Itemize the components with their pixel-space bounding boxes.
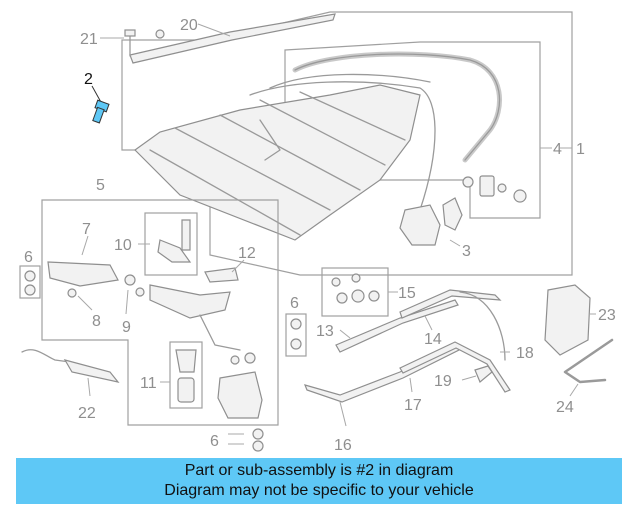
- callout-19: 19: [434, 373, 452, 390]
- hardware-item-4: [462, 175, 527, 203]
- latch-item-3: [399, 197, 463, 246]
- callout-10: 10: [114, 237, 132, 254]
- bolt-21: [124, 29, 165, 57]
- callout-20: 20: [180, 17, 198, 34]
- washer-box-6b: [285, 313, 307, 357]
- assembly-box-5: [41, 199, 279, 426]
- callout-8: 8: [92, 313, 101, 330]
- panel-23: [544, 284, 591, 356]
- weatherstrips-lower: [303, 289, 511, 403]
- rod-24: [563, 338, 614, 384]
- callout-16: 16: [334, 437, 352, 454]
- info-banner: Part or sub-assembly is #2 in diagram Di…: [16, 458, 622, 504]
- banner-line-1: Part or sub-assembly is #2 in diagram: [184, 462, 454, 479]
- callout-2: 2: [84, 71, 93, 88]
- bracket-12: [204, 267, 239, 283]
- callout-15: 15: [398, 285, 416, 302]
- callout-22: 22: [78, 405, 96, 422]
- washer-box-6a: [19, 265, 41, 299]
- callout-3: 3: [462, 243, 471, 260]
- spring-box-11: [169, 341, 203, 409]
- callout-18: 18: [516, 345, 534, 362]
- linkage-assembly: [124, 274, 241, 351]
- callout-21: 21: [80, 31, 98, 48]
- callout-23: 23: [598, 307, 616, 324]
- callout-14: 14: [424, 331, 442, 348]
- header-strip-20: [129, 13, 336, 64]
- callout-1: 1: [576, 141, 585, 158]
- callout-11: 11: [140, 375, 157, 392]
- hinge-bracket-7: [47, 261, 119, 287]
- assembly-box-1: [121, 11, 573, 276]
- callout-4: 4: [553, 141, 562, 158]
- cable-22: [21, 349, 120, 383]
- banner-line-2: Diagram may not be specific to your vehi…: [164, 482, 474, 499]
- callout-6b: 6: [290, 295, 299, 312]
- part-2-screw: [91, 85, 110, 124]
- callout-6c: 6: [210, 433, 219, 450]
- callout-13: 13: [316, 323, 334, 340]
- callout-9: 9: [122, 319, 131, 336]
- callout-7: 7: [82, 221, 91, 238]
- pin-19: [474, 365, 493, 383]
- washers-6c: [228, 428, 264, 452]
- parts-diagram: 1 4 2 3 20 21 5 6 7 8 9 10 11 12 6 15 13…: [19, 11, 616, 454]
- latch-lower: [217, 371, 263, 419]
- leader-lines: [77, 23, 596, 427]
- callout-6a: 6: [24, 249, 33, 266]
- callout-12: 12: [238, 245, 256, 262]
- callout-17: 17: [404, 397, 422, 414]
- callout-5: 5: [96, 177, 105, 194]
- soft-top-frame: [134, 73, 436, 241]
- callout-24: 24: [556, 399, 574, 416]
